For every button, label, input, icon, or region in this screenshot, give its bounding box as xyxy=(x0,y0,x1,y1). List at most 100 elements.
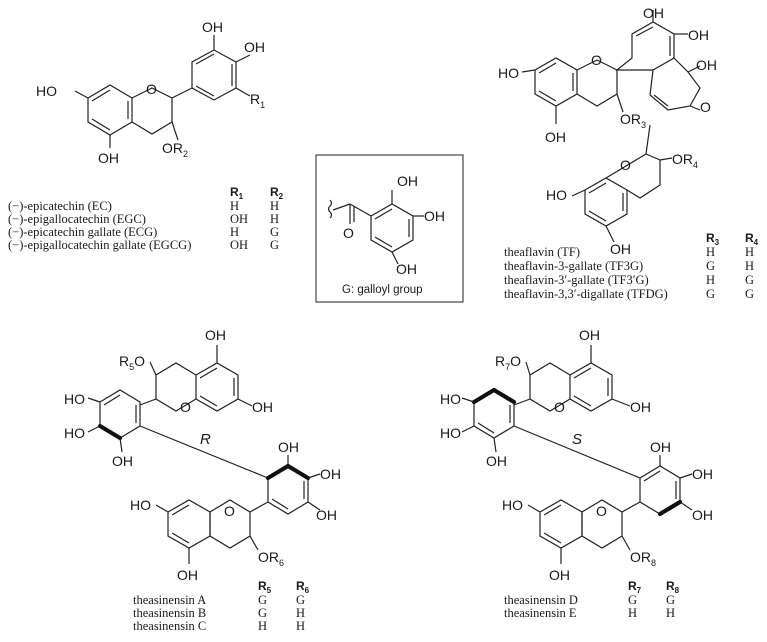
tsabc-oh-right-top: OH xyxy=(252,399,273,415)
catechin-row-r-a: OH xyxy=(230,212,248,226)
tf-col2-header: R4 xyxy=(745,231,759,247)
catechin-col2-header: R2 xyxy=(270,185,284,201)
tsabc-oh-r1: OH xyxy=(278,439,299,455)
galloyl-oh1: OH xyxy=(397,173,418,189)
tsabc-row-name: theasinensin A xyxy=(133,593,206,607)
tf-or4: OR4 xyxy=(672,151,698,170)
tf-row-name: theaflavin-3-gallate (TF3G) xyxy=(504,259,643,273)
galloyl-oh2: OH xyxy=(424,208,445,224)
tsde-ho2: HO xyxy=(440,425,461,441)
catechin-row-r-b: H xyxy=(270,212,279,226)
tsabc-row-r-a: G xyxy=(258,606,267,620)
catechin-oh-top-left: OH xyxy=(202,19,223,35)
tsabc-o-ring-bottom: O xyxy=(224,503,235,519)
catechin-a-ring xyxy=(87,84,133,136)
tsde-bottom-a-ring xyxy=(539,499,583,549)
tf-oh-lower: OH xyxy=(610,241,631,257)
tf-benzotropolone-ring1 xyxy=(615,21,675,71)
tf-a-ring xyxy=(534,57,578,107)
tsde-ho-bottom: HO xyxy=(502,497,523,513)
tf-row-r-a: H xyxy=(706,273,715,287)
tsabc-row-r-a: G xyxy=(258,593,267,607)
tsabc-oh-mid: OH xyxy=(112,453,133,469)
tf-o-keto: O xyxy=(700,99,711,115)
tf-lower-a-ring xyxy=(584,177,628,227)
tsde-o-ring-top: O xyxy=(554,399,565,415)
catechin-row-r-a: H xyxy=(230,225,239,239)
catechin-row-name: (−)-epicatechin (EC) xyxy=(8,199,112,213)
tsde-row-name: theasinensin D xyxy=(504,593,578,607)
tsde-row-r-a: G xyxy=(628,593,637,607)
galloyl-o: O xyxy=(343,225,354,241)
tsde-oh-r3: OH xyxy=(692,507,713,523)
tsde-row-name: theasinensin E xyxy=(504,606,577,620)
catechin-or2-label: OR2 xyxy=(162,140,188,159)
tsde-top-a-ring xyxy=(569,362,613,412)
tsabc-row-name: theasinensin B xyxy=(133,606,206,620)
tsabc-oh-r3: OH xyxy=(316,507,337,523)
catechin-row-name: (−)-epigallocatechin gallate (EGCG) xyxy=(8,238,191,252)
tf-row-r-b: H xyxy=(745,245,754,259)
tf-oh-top2: OH xyxy=(688,27,709,43)
tf-row-r-a: G xyxy=(706,287,715,301)
tf-col1-header: R3 xyxy=(706,231,720,247)
galloyl-caption: G: galloyl group xyxy=(342,284,423,296)
theasinensin-abc-structure: R OH R5O O OH HO HO OH OH OH OH HO O OR6… xyxy=(64,327,341,583)
tf-o-ring1: O xyxy=(591,52,602,68)
tf-oh-left-bottom: OH xyxy=(545,129,566,145)
tsde-oh-bottom: OH xyxy=(549,567,570,583)
tsde-stereo-label: S xyxy=(572,431,582,448)
tsde-row-r-a: H xyxy=(628,606,637,620)
tsabc-ho-bottom: HO xyxy=(130,497,151,513)
tsde-row-r-b: H xyxy=(666,606,675,620)
tsabc-or6: OR6 xyxy=(258,549,284,568)
tsabc-ho1: HO xyxy=(64,391,85,407)
tsabc-oh-bottom: OH xyxy=(177,567,198,583)
tf-row-name: theaflavin-3′-gallate (TF3′G) xyxy=(504,273,649,287)
catechin-r1-label: R1 xyxy=(250,91,265,110)
tsabc-row-r-b: G xyxy=(296,593,305,607)
tf-row-r-b: H xyxy=(745,259,754,273)
catechin-ho-left: HO xyxy=(36,83,57,99)
catechin-row-r-b: H xyxy=(270,199,279,213)
catechin-col1-header: R1 xyxy=(230,185,244,201)
tsabc-row-r-a: H xyxy=(258,619,267,633)
galloyl-oh3: OH xyxy=(396,261,417,277)
theasinensin-de-structure: S OH R7O O OH HO HO OH OH OH OH HO O OR8… xyxy=(440,327,713,583)
tf-oh-right: OH xyxy=(696,57,717,73)
tsabc-oh-r2: OH xyxy=(320,466,341,482)
galloyl-box: OH OH OH O G: galloyl group xyxy=(315,154,464,303)
tsde-oh-r2: OH xyxy=(692,466,713,482)
tf-ho-left: HO xyxy=(498,65,519,81)
tf-ho-lower: HO xyxy=(546,187,567,203)
catechin-row-r-b: G xyxy=(270,225,279,239)
catechin-oh-bottom: OH xyxy=(98,150,119,166)
catechin-oh-top-right: OH xyxy=(244,39,265,55)
tf-row-r-b: G xyxy=(745,273,754,287)
tsde-r7o: R7O xyxy=(495,353,521,372)
tsde-oh-right-top: OH xyxy=(630,399,651,415)
catechin-row-name: (−)-epicatechin gallate (ECG) xyxy=(8,225,157,239)
tsde-o-ring-bottom: O xyxy=(596,503,607,519)
galloyl-ring xyxy=(370,203,414,253)
tsde-row-r-b: G xyxy=(666,593,675,607)
tsabc-col2-header: R6 xyxy=(296,579,310,595)
tf-row-r-a: H xyxy=(706,245,715,259)
tf-or3: OR3 xyxy=(620,111,646,130)
tsabc-r5o: R5O xyxy=(119,353,145,372)
tf-row-name: theaflavin-3,3′-digallate (TFDG) xyxy=(504,287,668,301)
tf-row-name: theaflavin (TF) xyxy=(504,245,580,259)
tsde-oh-r1: OH xyxy=(650,439,671,455)
tf-row-r-a: G xyxy=(706,259,715,273)
theaflavin-structure: OH OH OH O HO O OR3 OH O OR4 HO OH xyxy=(498,5,717,257)
galloyl-frame xyxy=(315,154,464,303)
tf-row-r-b: G xyxy=(745,287,754,301)
catechin-row-r-a: OH xyxy=(230,238,248,252)
tf-o-ring2: O xyxy=(620,157,631,173)
catechin-row-r-a: H xyxy=(230,199,239,213)
